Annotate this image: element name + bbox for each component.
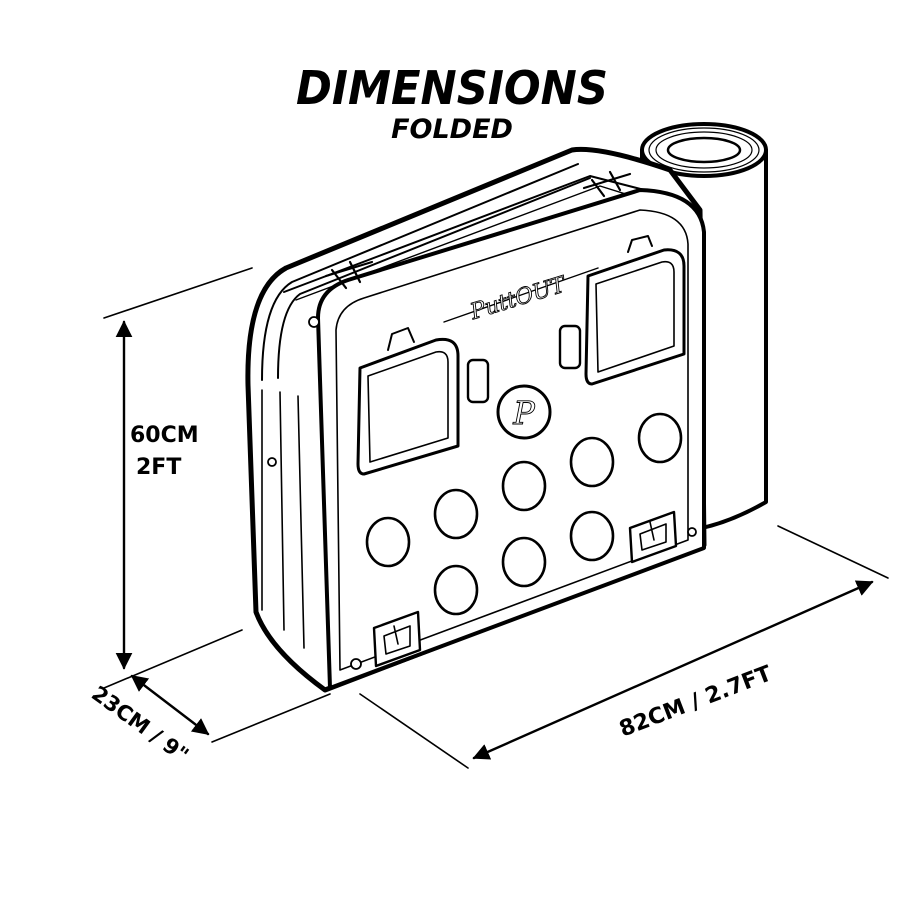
width-label: 82CM / 2.7FT bbox=[616, 661, 775, 742]
dimension-lines bbox=[103, 267, 889, 769]
logo-letter: P bbox=[512, 394, 535, 432]
height-imperial-label: 2FT bbox=[136, 455, 181, 480]
height-metric-label: 60CM bbox=[130, 423, 199, 448]
depth-label: 23CM / 9" bbox=[87, 681, 193, 767]
subtitle: FOLDED bbox=[391, 114, 513, 145]
folded-board: PuttOUT P bbox=[245, 146, 707, 693]
title: DIMENSIONS bbox=[296, 61, 608, 115]
